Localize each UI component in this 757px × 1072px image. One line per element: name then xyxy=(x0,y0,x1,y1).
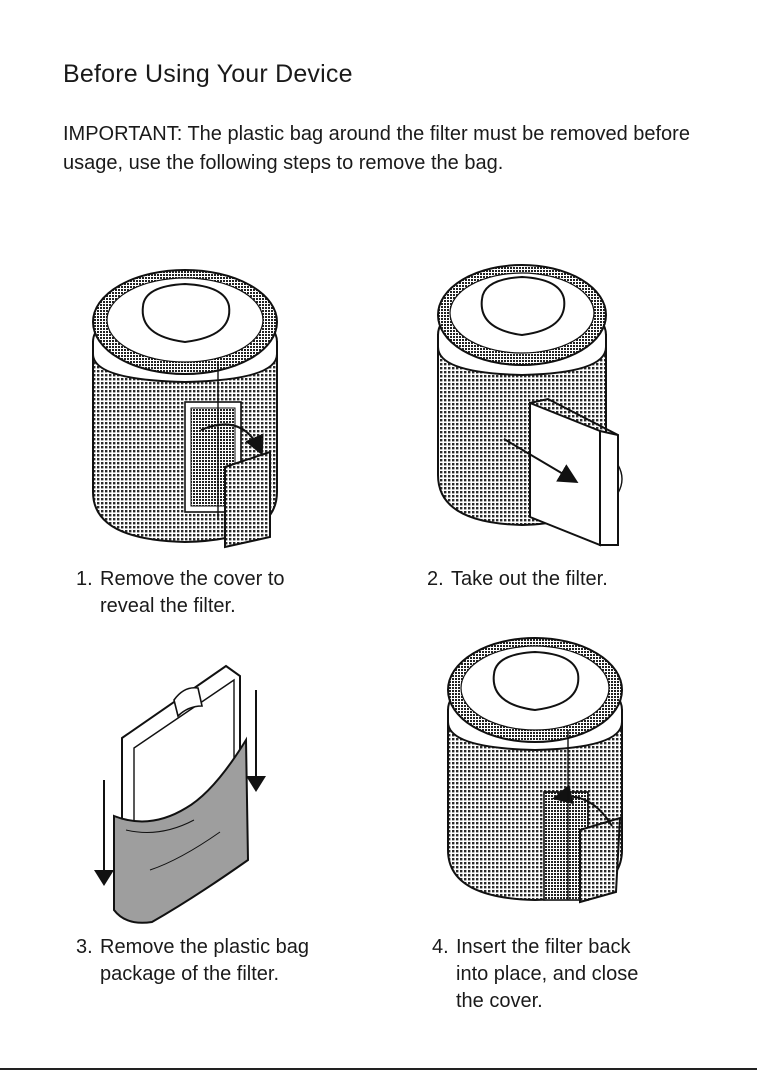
step-number: 1. xyxy=(76,566,100,593)
step-number: 2. xyxy=(427,566,451,593)
step-4-caption: 4.Insert the filter back into place, and… xyxy=(432,934,638,1015)
step-number: 3. xyxy=(76,934,100,961)
step-text-line: Take out the filter. xyxy=(451,568,608,590)
step-text-line: the cover. xyxy=(432,988,638,1015)
plastic-bag-removal-icon xyxy=(90,660,280,930)
purifier-cover-open-icon xyxy=(85,262,285,552)
step-text-line: Remove the plastic bag xyxy=(100,936,309,958)
step-1-caption: 1.Remove the cover to reveal the filter. xyxy=(76,566,285,620)
step-3-caption: 3.Remove the plastic bag package of the … xyxy=(76,934,309,988)
filter-insert-close-icon xyxy=(440,630,640,910)
step-text-line: package of the filter. xyxy=(76,961,309,988)
page-title: Before Using Your Device xyxy=(63,60,353,89)
step-number: 4. xyxy=(432,934,456,961)
step-text-line: Remove the cover to xyxy=(100,568,285,590)
step-text-line: reveal the filter. xyxy=(76,593,285,620)
step-2-caption: 2.Take out the filter. xyxy=(427,566,608,593)
filter-removal-icon xyxy=(432,255,632,555)
important-notice: IMPORTANT: The plastic bag around the fi… xyxy=(63,120,723,178)
step-text-line: Insert the filter back xyxy=(456,936,631,958)
step-text-line: into place, and close xyxy=(432,961,638,988)
bottom-divider xyxy=(0,1068,757,1070)
